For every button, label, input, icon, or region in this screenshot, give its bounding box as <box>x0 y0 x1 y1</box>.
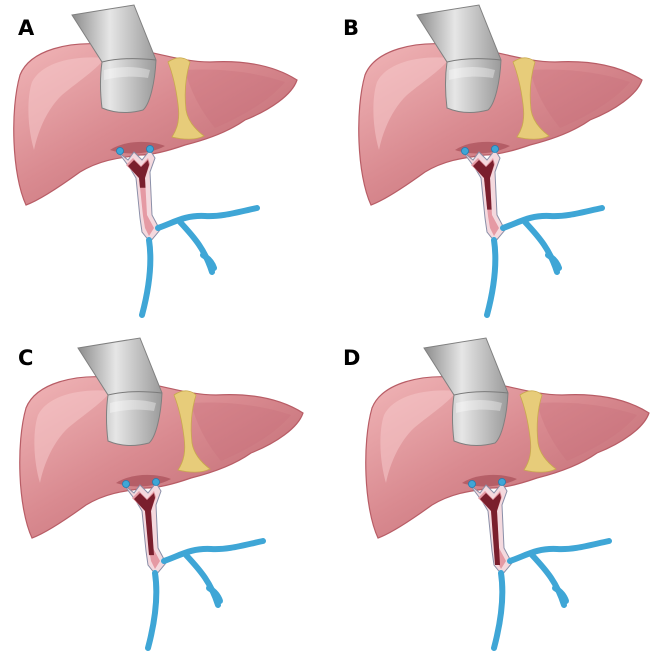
liver-illustration <box>13 4 298 318</box>
gonadal-vein <box>183 552 221 608</box>
ivc-wall <box>117 149 161 243</box>
ivc-wall <box>462 149 506 243</box>
tumor-thrombus <box>473 160 494 210</box>
hepatic-vein-ostium-left <box>116 147 124 155</box>
lower-ivc-segment <box>491 570 506 651</box>
gonadal-vein <box>177 219 215 275</box>
ivc-wall <box>123 482 167 576</box>
falciform-ligament <box>167 57 205 140</box>
ivc-lumen <box>471 158 499 236</box>
lower-ivc-segment <box>484 237 499 318</box>
panel-label: D <box>343 346 361 370</box>
renal-vein <box>507 538 612 564</box>
gonadal-vein <box>529 552 567 608</box>
tumor-thrombus <box>134 493 155 556</box>
renal-vein <box>161 538 266 564</box>
hepatic-vein-ostium-right <box>498 478 506 486</box>
liver-illustration <box>365 337 650 651</box>
surgical-retractor-icon <box>71 4 157 113</box>
liver-highlight <box>28 57 105 150</box>
lower-ivc-segment <box>145 570 160 651</box>
falciform-ligament <box>173 390 211 473</box>
falciform-ligament <box>512 57 550 140</box>
surgical-retractor-icon <box>423 337 509 446</box>
vein-branch <box>552 585 569 604</box>
hepatic-vein-ostium-left <box>122 480 130 488</box>
vein-branch <box>545 252 562 271</box>
hepatic-vein-ostium-left <box>468 480 476 488</box>
left-lobe-shade <box>537 402 637 461</box>
lower-ivc-segment <box>139 237 154 318</box>
diagram-panel-c: C <box>6 333 339 667</box>
liver-illustration <box>19 337 304 651</box>
inferior-vena-cava <box>117 149 161 243</box>
hepatic-vein-ostium-right <box>146 145 154 153</box>
diagram-panel-b: B <box>343 0 666 334</box>
tumor-thrombus <box>128 160 149 188</box>
ivc-wall <box>469 482 513 576</box>
left-lobe-shade <box>185 69 285 128</box>
inferior-vena-cava <box>123 482 167 576</box>
panel-label: B <box>343 16 360 40</box>
panel-label: A <box>18 16 35 40</box>
gonadal-vein <box>522 219 560 275</box>
tumor-thrombus <box>480 493 501 565</box>
hepatic-vein-ostium-right <box>152 478 160 486</box>
panel-label: C <box>18 346 34 370</box>
diagram-panel-d: D <box>343 333 666 667</box>
surgical-retractor-icon <box>77 337 163 446</box>
hepatic-vein-ostium-left <box>461 147 469 155</box>
left-lobe-shade <box>530 69 630 128</box>
vein-branch <box>206 585 223 604</box>
liver-illustration <box>358 4 643 318</box>
liver-highlight <box>380 390 457 483</box>
hepatic-vein-ostium-right <box>491 145 499 153</box>
diagram-panel-a: A <box>0 0 333 334</box>
inferior-vena-cava <box>469 482 513 576</box>
vein-branch <box>200 252 217 271</box>
inferior-vena-cava <box>462 149 506 243</box>
renal-vein <box>500 205 605 231</box>
ivc-lumen <box>126 158 154 236</box>
falciform-ligament <box>519 390 557 473</box>
surgical-retractor-icon <box>416 4 502 113</box>
liver-highlight <box>373 57 450 150</box>
liver-highlight <box>34 390 111 483</box>
left-lobe-shade <box>191 402 291 461</box>
renal-vein <box>155 205 260 231</box>
